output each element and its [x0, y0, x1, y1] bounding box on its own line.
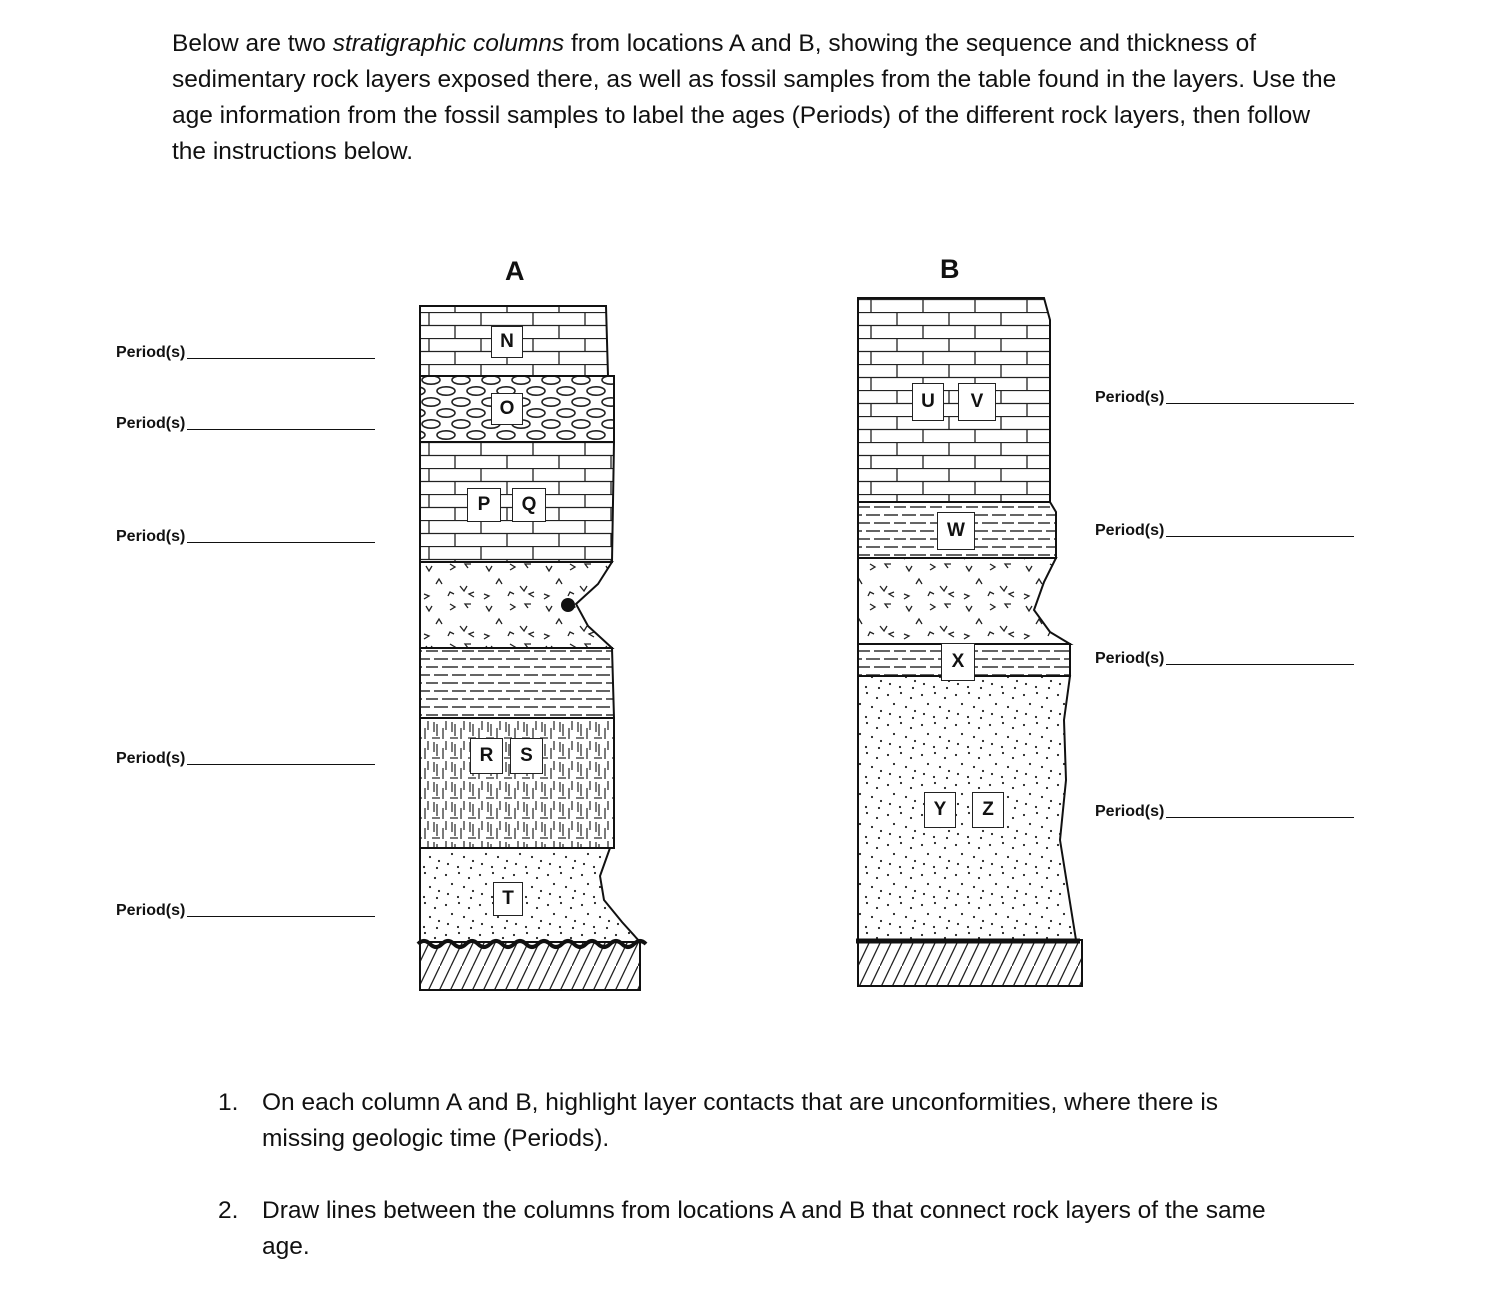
intro-text-2: from locations A and B, showing the sequ… — [172, 30, 1337, 165]
period-label: Period(s) — [1095, 803, 1165, 820]
answer-line[interactable] — [187, 358, 376, 359]
instruction-text: Draw lines between the columns from loca… — [262, 1197, 1266, 1260]
period-answer-a5[interactable]: Period(s) — [116, 902, 376, 920]
instruction-1: 1. On each column A and B, highlight lay… — [218, 1085, 1298, 1165]
period-label: Period(s) — [1095, 522, 1165, 539]
sample-v: V — [958, 383, 996, 421]
column-b-label: B — [940, 254, 960, 284]
answer-line[interactable] — [1166, 664, 1355, 665]
period-label: Period(s) — [116, 415, 186, 432]
period-label: Period(s) — [1095, 389, 1165, 406]
unconformity-a — [416, 939, 648, 949]
sample-y: Y — [924, 792, 956, 828]
intro-italic-term: stratigraphic columns — [332, 30, 565, 57]
intro-text-1: Below are two — [172, 30, 333, 57]
sample-p: P — [467, 488, 501, 522]
period-answer-a3[interactable]: Period(s) — [116, 528, 376, 546]
answer-line[interactable] — [1166, 536, 1355, 537]
intro-paragraph: Below are two stratigraphic columns from… — [172, 26, 1342, 170]
period-answer-b3[interactable]: Period(s) — [1095, 650, 1355, 668]
column-a-label: A — [505, 256, 525, 286]
period-answer-a2[interactable]: Period(s) — [116, 415, 376, 433]
answer-line[interactable] — [1166, 817, 1355, 818]
sample-w: W — [937, 512, 975, 550]
sample-t: T — [493, 882, 523, 916]
layer-a-sandstone — [419, 847, 643, 943]
sample-dot — [561, 598, 575, 612]
layer-b-limestone — [857, 297, 1051, 503]
sample-u: U — [912, 383, 944, 421]
instruction-text: On each column A and B, highlight layer … — [262, 1089, 1219, 1152]
layer-b-sandstone — [857, 675, 1078, 941]
layer-a-basement — [419, 941, 641, 991]
sample-x: X — [941, 643, 975, 681]
layer-b-volcanic — [857, 557, 1074, 645]
period-label: Period(s) — [116, 902, 186, 919]
answer-line[interactable] — [187, 542, 376, 543]
layer-b-basement — [857, 939, 1083, 987]
period-label: Period(s) — [116, 344, 186, 361]
sample-r: R — [470, 738, 503, 774]
answer-line[interactable] — [187, 916, 376, 917]
instruction-2: 2. Draw lines between the columns from l… — [218, 1193, 1298, 1273]
sample-n: N — [491, 326, 523, 358]
stratigraphic-columns-diagram — [416, 297, 1083, 991]
layer-a-shale — [419, 647, 616, 719]
period-answer-a4[interactable]: Period(s) — [116, 750, 376, 768]
layer-a-volcanic — [419, 561, 615, 649]
period-answer-b4[interactable]: Period(s) — [1095, 803, 1355, 821]
period-answer-a1[interactable]: Period(s) — [116, 344, 376, 362]
answer-line[interactable] — [187, 429, 376, 430]
period-answer-b2[interactable]: Period(s) — [1095, 522, 1355, 540]
answer-line[interactable] — [187, 764, 376, 765]
column-a — [416, 305, 648, 991]
instruction-number: 1. — [218, 1089, 239, 1116]
sample-o: O — [491, 393, 523, 425]
column-b — [856, 297, 1083, 987]
period-label: Period(s) — [116, 750, 186, 767]
sample-q: Q — [512, 488, 546, 522]
sample-z: Z — [972, 792, 1004, 828]
sample-s: S — [510, 738, 543, 774]
layer-a-siltstone — [419, 717, 615, 849]
period-label: Period(s) — [1095, 650, 1165, 667]
instruction-number: 2. — [218, 1197, 239, 1224]
period-label: Period(s) — [116, 528, 186, 545]
answer-line[interactable] — [1166, 403, 1355, 404]
period-answer-b1[interactable]: Period(s) — [1095, 389, 1355, 407]
